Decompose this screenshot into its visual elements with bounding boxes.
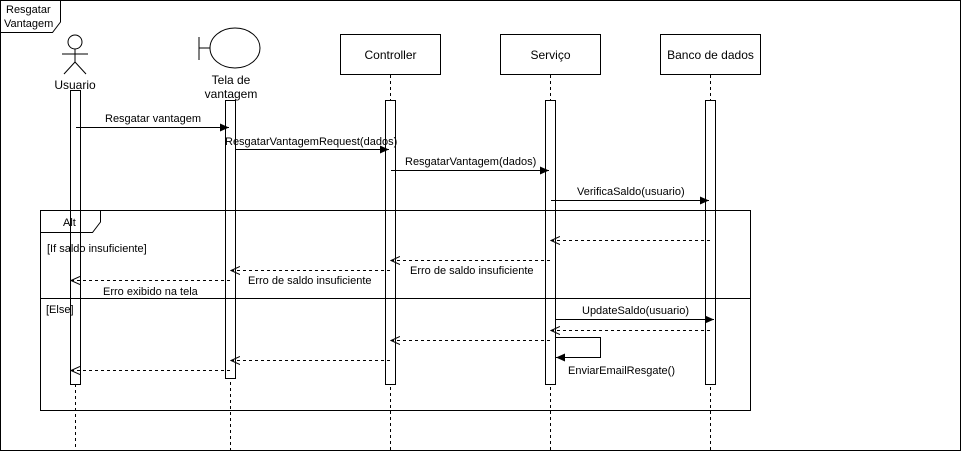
activation-banco	[705, 100, 716, 385]
message-label-4: VerificaSaldo(usuario)	[577, 186, 685, 198]
participant-usuario-label: Usuario	[54, 78, 96, 92]
message-label-5: Erro de saldo insuficiente	[410, 265, 534, 277]
activation-usuario	[70, 90, 81, 385]
frame-title-tab	[0, 0, 61, 33]
message-label-7: Erro exibido na tela	[103, 286, 199, 298]
participant-controller-label: Controller	[364, 48, 416, 62]
participant-tela-label-line2: vantagem	[205, 87, 258, 101]
participant-servico	[500, 34, 601, 75]
alt-guard-if: [If saldo insuficiente]	[47, 243, 147, 255]
alt-fragment	[40, 210, 751, 411]
activation-servico	[545, 100, 556, 385]
message-label-6: Erro de saldo insuficiente	[248, 275, 372, 287]
participant-banco-label: Banco de dados	[667, 48, 754, 62]
activation-tela	[225, 100, 236, 379]
participant-tela-label-line1: Tela de	[212, 73, 251, 87]
participant-controller	[340, 34, 441, 75]
alt-fragment-tab	[40, 210, 101, 233]
frame-title-line2: Vantagem	[4, 18, 53, 30]
participant-banco	[660, 34, 761, 75]
message-arrow-9-self	[556, 337, 601, 362]
actor-usuario-icon	[62, 34, 88, 75]
message-label-1: Resgatar vantagem	[105, 113, 201, 125]
alt-guard-else: [Else]	[46, 304, 74, 316]
message-label-9: EnviarEmailResgate()	[568, 365, 675, 377]
alt-fragment-label: Alt	[63, 217, 76, 229]
boundary-tela-icon	[198, 27, 261, 69]
message-label-2: ResgatarVantagemRequest(dados)	[225, 136, 397, 148]
frame-title-line1: Resgatar	[6, 4, 51, 16]
message-label-3: ResgatarVantagem(dados)	[405, 156, 536, 168]
participant-servico-label: Serviço	[530, 48, 570, 62]
activation-controller	[385, 100, 396, 385]
message-label-8: UpdateSaldo(usuario)	[582, 305, 689, 317]
